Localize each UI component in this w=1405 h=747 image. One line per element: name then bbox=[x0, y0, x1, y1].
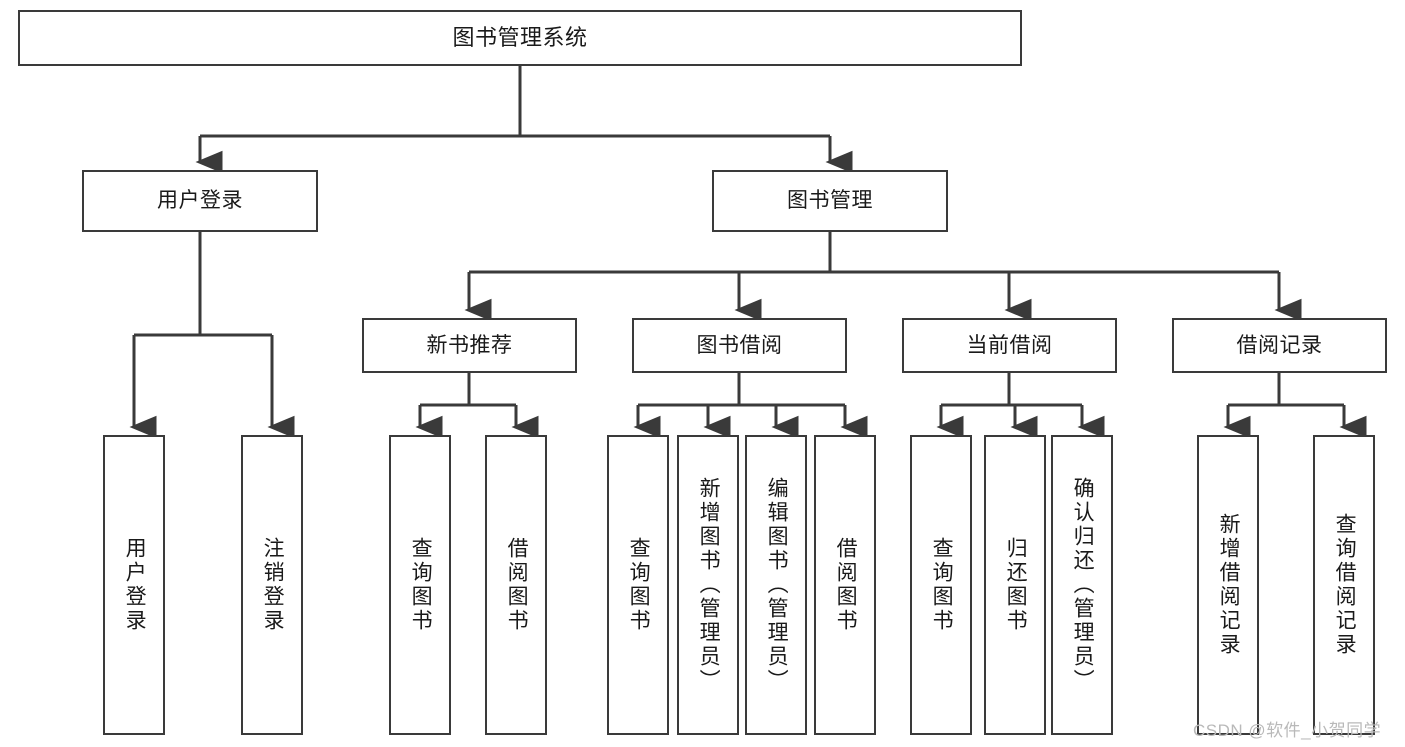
node-new-book-recommend[interactable]: 新书推荐 bbox=[362, 318, 577, 373]
node-current-borrow[interactable]: 当前借阅 bbox=[902, 318, 1117, 373]
node-book-manage[interactable]: 图书管理 bbox=[712, 170, 948, 232]
leaf-add-book-label: 新增图书（管理员） bbox=[697, 477, 721, 693]
node-root[interactable]: 图书管理系统 bbox=[18, 10, 1022, 66]
leaf-user-login[interactable]: 用户登录 bbox=[103, 435, 165, 735]
leaf-query-record-label: 查询借阅记录 bbox=[1333, 513, 1357, 657]
leaf-edit-book-label: 编辑图书（管理员） bbox=[765, 477, 789, 693]
leaf-query-book-3[interactable]: 查询图书 bbox=[910, 435, 972, 735]
leaf-query-record[interactable]: 查询借阅记录 bbox=[1313, 435, 1375, 735]
leaf-query-book-2[interactable]: 查询图书 bbox=[607, 435, 669, 735]
node-book-manage-label: 图书管理 bbox=[787, 189, 873, 213]
leaf-confirm-return-label: 确认归还（管理员） bbox=[1071, 477, 1095, 693]
leaf-add-record-label: 新增借阅记录 bbox=[1217, 513, 1241, 657]
node-root-label: 图书管理系统 bbox=[452, 24, 588, 50]
node-user-login[interactable]: 用户登录 bbox=[82, 170, 318, 232]
node-new-book-recommend-label: 新书推荐 bbox=[426, 333, 513, 357]
leaf-return-book-label: 归还图书 bbox=[1004, 537, 1028, 633]
csdn-watermark: CSDN @软件_小贺同学 bbox=[1193, 721, 1382, 740]
leaf-user-logout-label: 注销登录 bbox=[261, 537, 285, 633]
leaf-borrow-book-2[interactable]: 借阅图书 bbox=[814, 435, 876, 735]
leaf-query-book-2-label: 查询图书 bbox=[627, 537, 651, 633]
leaf-add-record[interactable]: 新增借阅记录 bbox=[1197, 435, 1259, 735]
node-borrow-record-label: 借阅记录 bbox=[1236, 333, 1323, 357]
leaf-confirm-return[interactable]: 确认归还（管理员） bbox=[1051, 435, 1113, 735]
leaf-add-book[interactable]: 新增图书（管理员） bbox=[677, 435, 739, 735]
leaf-edit-book[interactable]: 编辑图书（管理员） bbox=[745, 435, 807, 735]
node-current-borrow-label: 当前借阅 bbox=[966, 333, 1053, 357]
node-book-borrow-label: 图书借阅 bbox=[696, 333, 783, 357]
leaf-user-login-label: 用户登录 bbox=[123, 537, 147, 633]
node-user-login-label: 用户登录 bbox=[157, 189, 243, 213]
leaf-borrow-book-2-label: 借阅图书 bbox=[834, 537, 858, 633]
leaf-return-book[interactable]: 归还图书 bbox=[984, 435, 1046, 735]
node-book-borrow[interactable]: 图书借阅 bbox=[632, 318, 847, 373]
leaf-query-book-3-label: 查询图书 bbox=[930, 537, 954, 633]
leaf-query-book-1[interactable]: 查询图书 bbox=[389, 435, 451, 735]
leaf-borrow-book-1[interactable]: 借阅图书 bbox=[485, 435, 547, 735]
node-borrow-record[interactable]: 借阅记录 bbox=[1172, 318, 1387, 373]
leaf-borrow-book-1-label: 借阅图书 bbox=[505, 537, 529, 633]
leaf-query-book-1-label: 查询图书 bbox=[409, 537, 433, 633]
leaf-user-logout[interactable]: 注销登录 bbox=[241, 435, 303, 735]
